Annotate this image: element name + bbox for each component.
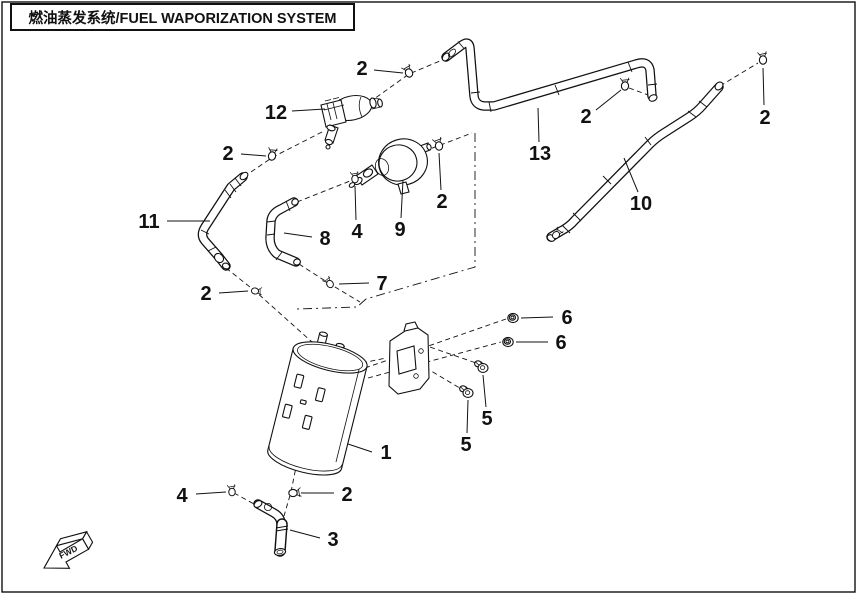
callout-leader-part-7	[338, 282, 370, 285]
fwd-direction-marker: FWD	[43, 530, 94, 569]
callout-leader-part-4	[195, 491, 227, 495]
nut-part6	[507, 312, 519, 324]
callout-part-12: 12	[265, 102, 287, 124]
callout-part-2: 2	[222, 143, 233, 165]
bolt-part5	[474, 360, 489, 373]
callout-part-2: 2	[436, 191, 447, 213]
callout-part-2: 2	[759, 107, 770, 129]
page-title: 燃油蒸发系统/FUEL WAPORIZATION SYSTEM	[28, 10, 337, 27]
callout-leader-part-8	[283, 232, 313, 238]
callout-part-9: 9	[394, 219, 405, 241]
clamp-part2	[756, 50, 768, 65]
callout-part-2: 2	[341, 484, 352, 506]
callout-leader-part-6	[520, 316, 554, 319]
part-13-hose	[441, 38, 658, 113]
title-block: 燃油蒸发系统/FUEL WAPORIZATION SYSTEM	[10, 3, 355, 31]
callout-leader-part-1	[347, 443, 373, 453]
callout-part-2: 2	[356, 58, 367, 80]
callout-part-8: 8	[319, 228, 330, 250]
callout-leader-part-2	[762, 67, 765, 106]
callout-part-13: 13	[529, 143, 551, 165]
callout-leader-part-5	[482, 374, 487, 408]
callout-leader-part-3	[289, 529, 321, 539]
callout-leader-part-10	[623, 157, 639, 193]
callout-part-6: 6	[555, 332, 566, 354]
callout-leader-part-2	[373, 69, 404, 74]
clamp-part2	[618, 76, 631, 92]
callout-leader-part-12	[291, 108, 326, 112]
part-1-canister	[267, 331, 368, 476]
callout-part-10: 10	[630, 193, 652, 215]
nut-part6	[502, 336, 514, 348]
callout-part-3: 3	[327, 529, 338, 551]
callout-leader-part-4	[354, 185, 357, 221]
part-9-purge-valve	[348, 138, 432, 195]
bolt-part5	[459, 385, 474, 398]
canister-body-tabs	[282, 373, 326, 430]
callout-part-4: 4	[351, 221, 363, 243]
callout-part-2: 2	[200, 283, 211, 305]
clamp-part2	[431, 136, 445, 152]
clamp-part4	[349, 170, 359, 184]
callout-part-2: 2	[580, 106, 591, 128]
clamp-part2	[400, 63, 415, 80]
callout-part-1: 1	[380, 442, 391, 464]
callout-part-5: 5	[481, 408, 492, 430]
clamp-part2	[265, 145, 279, 162]
clamp-part2	[288, 486, 303, 498]
clamp-part4	[226, 483, 236, 497]
callout-part-7: 7	[376, 273, 387, 295]
callout-part-11: 11	[138, 211, 159, 233]
callout-leader-part-13	[537, 107, 540, 143]
part-8-hose	[265, 197, 301, 267]
clamp-part2	[250, 285, 264, 296]
callout-leader-part-2	[240, 153, 267, 157]
callout-leader-part-2	[595, 89, 622, 111]
part-10-hose	[546, 81, 724, 242]
callout-part-6: 6	[561, 307, 572, 329]
part-3-drain-tube	[253, 499, 289, 557]
clamp-part7	[321, 275, 336, 291]
callout-leader-part-2	[438, 152, 442, 191]
mounting-bracket-plate	[388, 321, 430, 395]
callout-leader-part-5	[466, 399, 469, 434]
callout-part-5: 5	[460, 434, 471, 456]
callout-part-4: 4	[176, 485, 188, 507]
section-boundary-line	[296, 133, 476, 310]
callout-leader-part-9	[400, 179, 404, 219]
part-12-solenoid-valve	[320, 94, 383, 150]
callout-leader-part-2	[218, 290, 249, 294]
fasteners	[459, 312, 519, 398]
part-11-hose	[197, 171, 249, 271]
